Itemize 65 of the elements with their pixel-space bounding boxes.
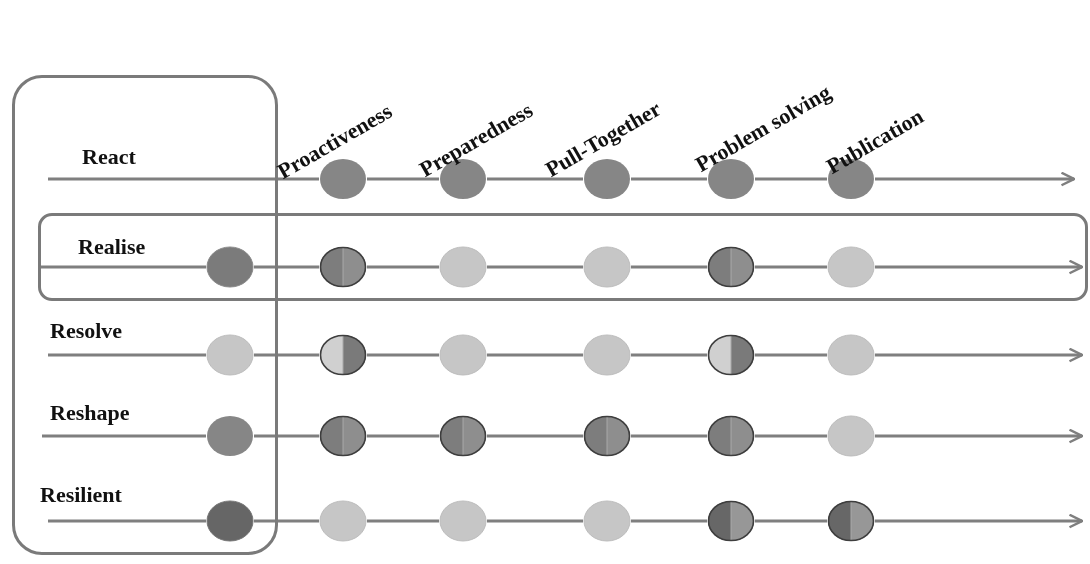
connector-line: [755, 434, 827, 438]
arrow: [875, 428, 1084, 444]
highlight-frame: [38, 213, 1088, 301]
row-label: Resilient: [40, 484, 122, 506]
arrow: [875, 347, 1084, 363]
rating-circle: [707, 334, 755, 376]
connector-line: [631, 353, 707, 357]
connector-line: [631, 434, 707, 438]
rating-circle: [319, 500, 367, 542]
rating-circle: [583, 500, 631, 542]
rating-circle: [583, 334, 631, 376]
rating-circle: [206, 246, 254, 288]
connector-line: [631, 265, 707, 269]
connector-line: [367, 177, 439, 181]
connector-line: [755, 265, 827, 269]
connector-line: [38, 265, 206, 269]
rating-circle: [707, 500, 755, 542]
connector-line: [48, 519, 206, 523]
connector-line: [755, 519, 827, 523]
connector-line: [48, 353, 206, 357]
connector-line: [367, 434, 439, 438]
connector-line: [367, 519, 439, 523]
connector-line: [755, 353, 827, 357]
arrow: [875, 259, 1084, 275]
rating-circle: [583, 415, 631, 457]
rating-circle: [439, 500, 487, 542]
connector-line: [487, 265, 583, 269]
rating-circle: [583, 246, 631, 288]
rating-circle: [439, 415, 487, 457]
row-label: React: [82, 146, 136, 168]
rating-circle: [319, 334, 367, 376]
column-frame: [12, 75, 278, 555]
connector-line: [48, 177, 319, 181]
connector-line: [254, 434, 319, 438]
connector-line: [254, 353, 319, 357]
connector-line: [487, 177, 583, 181]
rating-circle: [206, 500, 254, 542]
connector-line: [487, 434, 583, 438]
rating-circle: [319, 415, 367, 457]
connector-line: [631, 177, 707, 181]
connector-line: [755, 177, 827, 181]
row-label: Realise: [78, 236, 146, 258]
connector-line: [42, 434, 206, 438]
row-label: Resolve: [50, 320, 123, 342]
connector-line: [367, 353, 439, 357]
rating-circle: [827, 246, 875, 288]
connector-line: [367, 265, 439, 269]
rating-circle: [827, 500, 875, 542]
connector-line: [487, 519, 583, 523]
rating-circle: [707, 415, 755, 457]
rating-circle: [206, 415, 254, 457]
row-label: Reshape: [50, 402, 130, 424]
arrow: [875, 513, 1084, 529]
rating-circle: [206, 334, 254, 376]
connector-line: [487, 353, 583, 357]
rating-circle: [707, 246, 755, 288]
rating-circle: [319, 246, 367, 288]
connector-line: [254, 519, 319, 523]
arrow: [875, 171, 1076, 187]
rating-circle: [827, 334, 875, 376]
connector-line: [631, 519, 707, 523]
connector-line: [254, 265, 319, 269]
rating-circle: [827, 415, 875, 457]
rating-circle: [439, 246, 487, 288]
rating-circle: [439, 334, 487, 376]
